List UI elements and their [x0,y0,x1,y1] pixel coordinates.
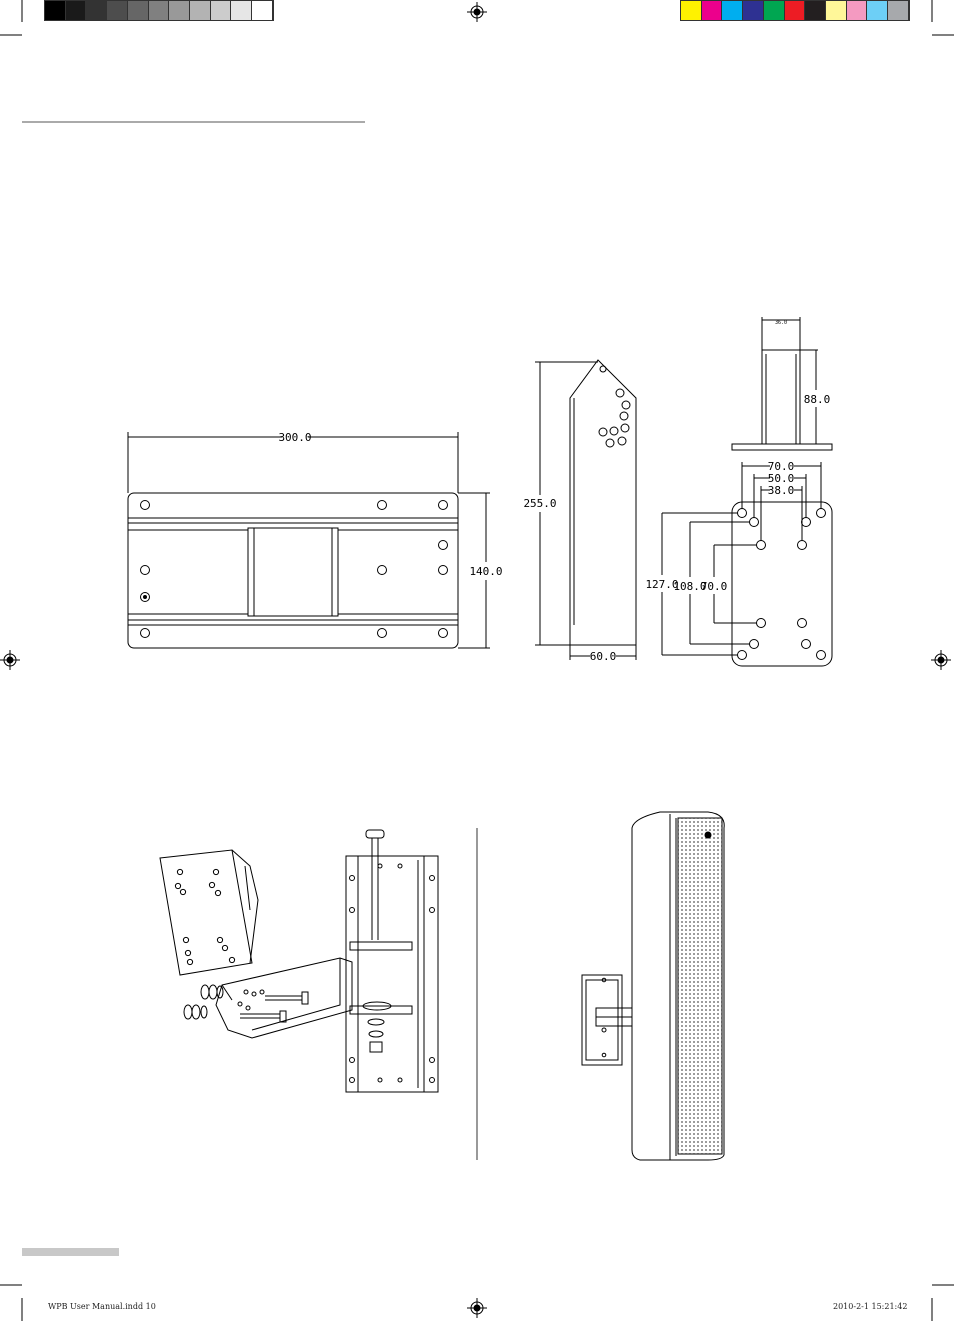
slug-filename: WPB User Manual.indd 10 [48,1302,156,1311]
hole-spacing-50-label: 50.0 [768,472,795,485]
arm-height-label: 255.0 [523,497,556,510]
registration-target-right [931,650,951,670]
exploded-bracket-illustration [159,829,439,1093]
gray-swatch [45,1,66,20]
gray-swatch [86,1,108,20]
vertical-108-label: 108.0 [673,580,706,593]
registration-target-top [467,2,487,22]
plate-height-label: 140.0 [469,565,502,578]
plate-width-label: 300.0 [278,431,311,444]
arm-side-drawing [535,359,637,660]
gray-swatch [107,1,128,20]
arm-end-drawing-front [661,462,833,667]
registration-target-bottom [467,1298,487,1318]
wall-plate-drawing [127,432,490,649]
hole-spacing-70-label: 70.0 [768,460,795,473]
gray-swatch [65,1,87,20]
gray-swatch [169,1,191,20]
gray-swatch [190,1,211,20]
vertical-70-label: 70.0 [701,580,728,593]
gray-swatch [127,1,149,20]
color-swatch [888,1,909,20]
gray-swatch [252,1,273,20]
arm-end-drawing-top [731,317,833,451]
arm-top-width-label: 36.0 [775,320,787,326]
gray-swatch [210,1,232,20]
color-swatch [805,1,827,20]
hole-spacing-38-label: 38.0 [768,484,795,497]
gray-swatch [231,1,253,20]
color-swatch [826,1,847,20]
color-swatch [763,1,785,20]
color-calibration-bar [680,0,910,21]
color-swatch [722,1,744,20]
slug-timestamp: 2010-2-1 15:21:42 [833,1302,908,1311]
gray-calibration-bar [44,0,274,21]
arm-width-label: 60.0 [590,650,617,663]
mounted-speaker-illustration [581,811,725,1161]
color-swatch [846,1,868,20]
gray-swatch [148,1,170,20]
color-swatch [867,1,889,20]
color-swatch [681,1,702,20]
color-swatch [784,1,806,20]
color-swatch [743,1,764,20]
arm-height-88-label: 88.0 [804,393,831,406]
registration-target-left [0,650,20,670]
color-swatch [701,1,723,20]
vertical-127-label: 127.0 [645,578,678,591]
footer-bar [22,1248,119,1256]
